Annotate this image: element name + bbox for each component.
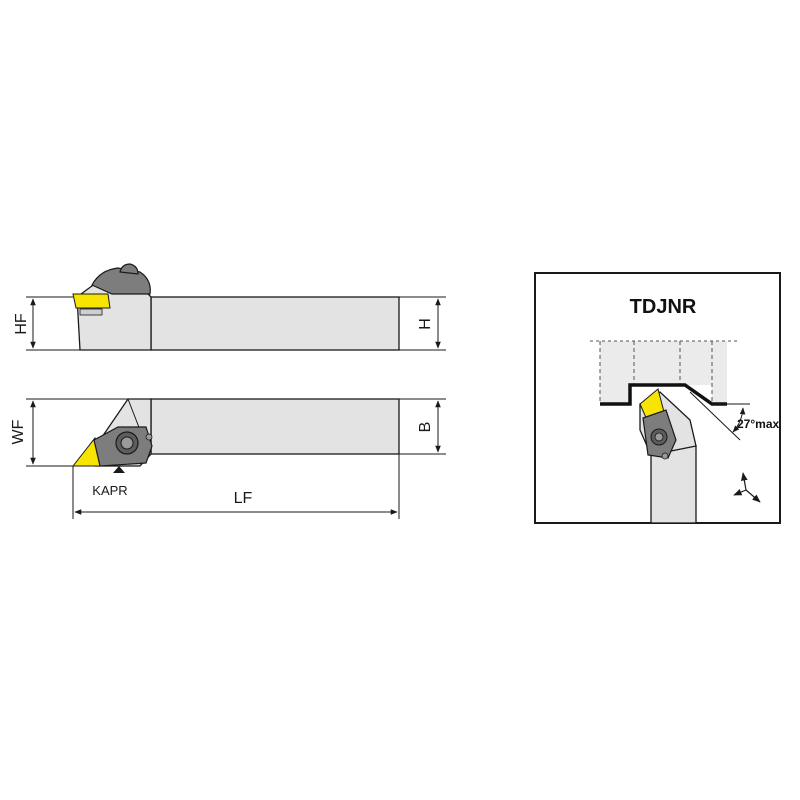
hf-label: HF [13,313,30,335]
angle-edge-line [689,391,741,441]
workpiece [600,341,727,404]
detail-title: TDJNR [630,296,697,318]
pin-icon [145,433,153,441]
side-view: HF H [13,263,446,351]
kapr-arrow-icon [113,466,125,473]
detail-screw-head-icon [654,432,664,442]
kapr-label: KAPR [92,483,127,498]
detail-panel: TDJNR 27°max [534,272,781,524]
shank-top [150,398,400,455]
shank-side [150,296,400,351]
screw-head-icon [120,436,134,450]
h-label: H [417,318,434,330]
detail-pin-icon [661,452,669,460]
clamp-side [91,267,151,295]
head-edge [127,398,141,431]
b-label: B [417,422,434,433]
wf-label: WF [10,419,27,444]
lf-label: LF [234,490,253,507]
insert-side [72,293,111,309]
angle-arc [732,407,746,433]
detail-shank [650,445,697,524]
angle-label: 27°max [737,417,779,431]
clamp-screw-side [119,263,139,275]
top-view: KAPR WF B LF [10,398,446,519]
shim-side [79,308,103,316]
feed-directions-arrows-icon [733,472,761,503]
